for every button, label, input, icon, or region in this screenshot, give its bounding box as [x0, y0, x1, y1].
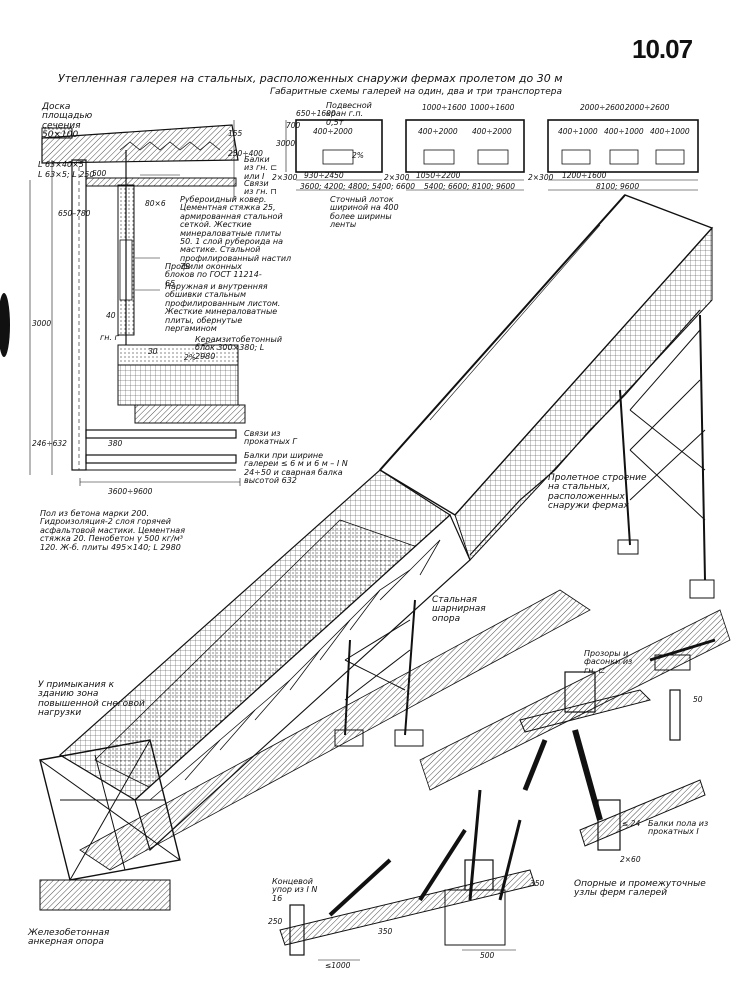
page-number: 10.07 — [632, 34, 693, 64]
label-steel-hinged-support: Стальная шарнирная опора — [432, 595, 486, 624]
label-roofing: Рубероидный ковер. Цементная стяжка 25, … — [180, 195, 292, 272]
label-cladding: Наружная и внутренняя обшивки стальным п… — [165, 282, 281, 333]
label-snow-zone: У примыкания к зданию зона повышенной сн… — [38, 680, 145, 719]
label-ceramsite-block: Керамзитобетонный блок 300×380; L 2980 — [195, 335, 283, 361]
label-node-caption: Опорные и промежуточные узлы ферм галере… — [574, 879, 706, 899]
dim-node-24: ≤ 24 — [622, 819, 641, 828]
dim-node-50: 50 — [693, 695, 703, 704]
drawing-title: Утепленная галерея на стальных, располож… — [58, 72, 563, 85]
gallery-cross-section — [29, 120, 246, 486]
dim-node-1000: ≤1000 — [325, 961, 351, 970]
dim-80x6: 80×6 — [145, 199, 166, 208]
gallery-scheme-triple — [547, 119, 699, 191]
dim-single-7: 700 — [286, 121, 301, 130]
dim-246-632: 246÷632 — [32, 439, 67, 448]
dim-3000: 3000 — [32, 319, 52, 328]
dim-triple-0: 2000÷2600 — [580, 103, 625, 112]
dim-triple-2: 400÷1000 — [558, 127, 598, 136]
label-beams-channel: Балки из гн. ⊏ или I — [244, 155, 278, 181]
label-crane: Подвесной кран г.п. 0,5т — [326, 101, 372, 127]
label-angle-1: L 63×40×5 — [38, 160, 84, 169]
scan-edge-mark — [0, 293, 10, 357]
dim-250-400: 250÷400 — [228, 149, 263, 158]
dim-3600-9600: 3600÷9600 — [108, 487, 153, 496]
label-gn: гн. г — [100, 333, 119, 342]
label-floor-spec: Пол из бетона марки 200. Гидроизоляция-2… — [40, 509, 186, 552]
dim-30: 30 — [148, 347, 158, 356]
label-rc-anchor-support: Железобетонная анкерная опора — [28, 928, 110, 948]
dim-40: 40 — [106, 311, 116, 320]
label-gaskets: Прозоры и фасонки из гн. ⊏ — [584, 649, 633, 675]
dim-double-2: 400÷2000 — [418, 127, 458, 136]
dim-single-4: 930÷2450 — [304, 171, 344, 180]
dim-slope: 2% — [184, 353, 196, 362]
dim-triple-3: 400÷1000 — [604, 127, 644, 136]
gallery-perspective — [39, 194, 731, 911]
label-window-profiles: Профили оконных блоков по ГОСТ 11214-65 — [165, 262, 262, 288]
dim-single-5: 3600; 4200; 4800; 5400; 6600 — [300, 182, 416, 191]
label-floor-beams: Балки при ширине галереи ≤ 6 м и 6 м – I… — [244, 451, 348, 486]
dim-single-2: 2% — [352, 151, 364, 160]
label-ties-angles: Связи из прокатных Г — [244, 429, 297, 447]
dim-double-5: 1050÷2200 — [416, 171, 461, 180]
dim-double-6: 5400; 6600; 8100; 9600 — [424, 182, 516, 191]
dim-node-250: 250 — [268, 917, 283, 926]
dim-single-6: 3000 — [276, 139, 296, 148]
gallery-scheme-double — [405, 119, 525, 191]
dim-node-350b: 350 — [378, 927, 393, 936]
dim-node-350a: 350 — [530, 879, 545, 888]
dim-double-4: 2×300 — [384, 173, 410, 182]
dim-380: 380 — [108, 439, 123, 448]
dim-500: 500 — [92, 169, 107, 178]
dim-double-0: 1000÷1600 — [422, 103, 467, 112]
dim-triple-7: 8100; 9600 — [596, 182, 640, 191]
dim-triple-6: 1200÷1600 — [562, 171, 607, 180]
label-floor-beams-rolled: Балки пола из прокатных I — [648, 819, 709, 837]
dim-double-3: 400÷2000 — [472, 127, 512, 136]
dim-node-500: 500 — [480, 951, 495, 960]
dim-single-1: 400÷2000 — [313, 127, 353, 136]
label-end-stop: Концевой упор из I N 16 — [272, 877, 318, 903]
dim-650-780: 650–780 — [58, 209, 91, 218]
dim-triple-5: 2×300 — [528, 173, 554, 182]
label-angle-2: L 63×5; L 250 — [38, 170, 95, 179]
dim-single-0: 650÷1600 — [296, 109, 336, 118]
label-ties-channel: Связи из гн. ⊓ — [244, 179, 277, 197]
dim-node-2x60: 2×60 — [620, 855, 641, 864]
dim-double-1: 1000÷1600 — [470, 103, 515, 112]
label-gutter: Сточный лоток шириной на 400 более ширин… — [330, 195, 399, 230]
dim-single-3: 2×300 — [272, 173, 298, 182]
dim-triple-1: 2000÷2600 — [625, 103, 670, 112]
support-node-details — [279, 638, 716, 961]
drawing-subtitle: Габаритные схемы галерей на один, два и … — [270, 87, 562, 97]
label-deck-board: Доска площадью сечения 50×100 — [42, 102, 93, 141]
label-span-structure: Пролетное строение на стальных, располож… — [548, 473, 647, 512]
gallery-scheme-single — [285, 119, 383, 191]
dim-triple-4: 400÷1000 — [650, 127, 690, 136]
dim-155: 155 — [228, 129, 243, 138]
